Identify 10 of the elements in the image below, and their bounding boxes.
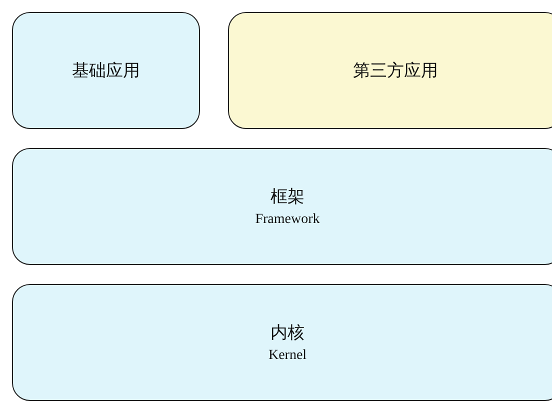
layer-box <box>12 12 200 129</box>
layer-title: 框架 <box>270 186 304 208</box>
layer-box <box>12 284 552 401</box>
layer-title: 内核 <box>270 322 304 344</box>
layer-title: 基础应用 <box>72 60 140 82</box>
layer-box <box>228 12 552 129</box>
layer-box <box>12 148 552 265</box>
layer-subtitle: Framework <box>255 212 320 228</box>
layer-title: 第三方应用 <box>353 60 438 82</box>
layer-subtitle: Kernel <box>268 348 307 364</box>
